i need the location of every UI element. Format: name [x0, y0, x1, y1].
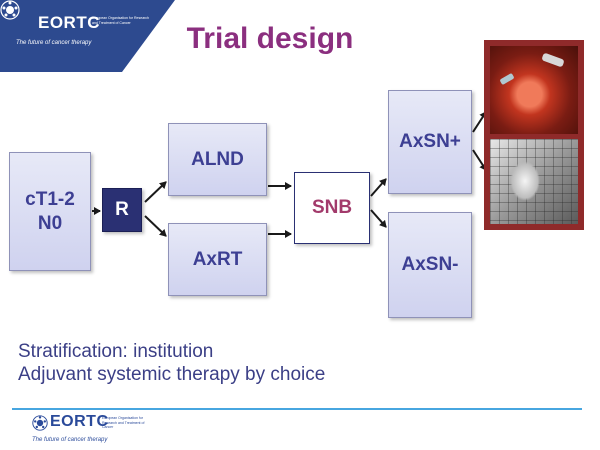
note-adjuvant-therapy: Adjuvant systemic therapy by choice	[18, 364, 326, 385]
arrow-snb-to-neg	[370, 209, 387, 228]
arrow-pos-to-xray	[472, 149, 487, 171]
logo-tagline: The future of cancer therapy	[16, 40, 92, 46]
box-axsn-positive: AxSN+	[388, 90, 472, 194]
arrow-pos-to-surgery	[472, 111, 487, 133]
surgical-tool-shape	[541, 52, 565, 68]
box-snb: SNB	[294, 172, 370, 244]
box-arm-axrt: AxRT	[168, 223, 267, 296]
lymphoscintigraphy-image	[490, 139, 578, 224]
eortc-emblem-icon	[0, 0, 20, 20]
eortc-emblem-icon	[32, 415, 48, 431]
images-panel	[484, 40, 584, 230]
surgery-photo	[490, 46, 578, 134]
box-axsn-negative: AxSN-	[388, 212, 472, 318]
arrow-r-to-axrt	[144, 215, 167, 237]
logo-org-name: European Organisation for Research and T…	[92, 16, 150, 25]
footer-logo-brand: EORTC	[50, 413, 109, 430]
eortc-logo-header: EORTC European Organisation for Research…	[0, 0, 175, 72]
arrow-snb-to-pos	[370, 178, 387, 197]
image-highlight	[510, 161, 540, 201]
footer-divider	[12, 408, 582, 410]
slide-title: Trial design	[186, 22, 354, 55]
note-stratification: Stratification: institution	[18, 341, 214, 362]
footer-logo-org-name: European Organisation for Research and T…	[102, 416, 145, 429]
logo-band-shape	[0, 0, 175, 72]
box-arm-alnd: ALND	[168, 123, 267, 196]
box-start-population: cT1-2 N0	[9, 152, 91, 271]
box-randomization: R	[102, 188, 142, 232]
arrow-r-to-alnd	[144, 181, 167, 203]
surgical-tool-shape	[499, 72, 515, 86]
footer-logo-tagline: The future of cancer therapy	[32, 437, 108, 443]
eortc-logo-footer: EORTC European Organisation for Research…	[32, 413, 152, 447]
logo-brand: EORTC	[38, 13, 100, 32]
